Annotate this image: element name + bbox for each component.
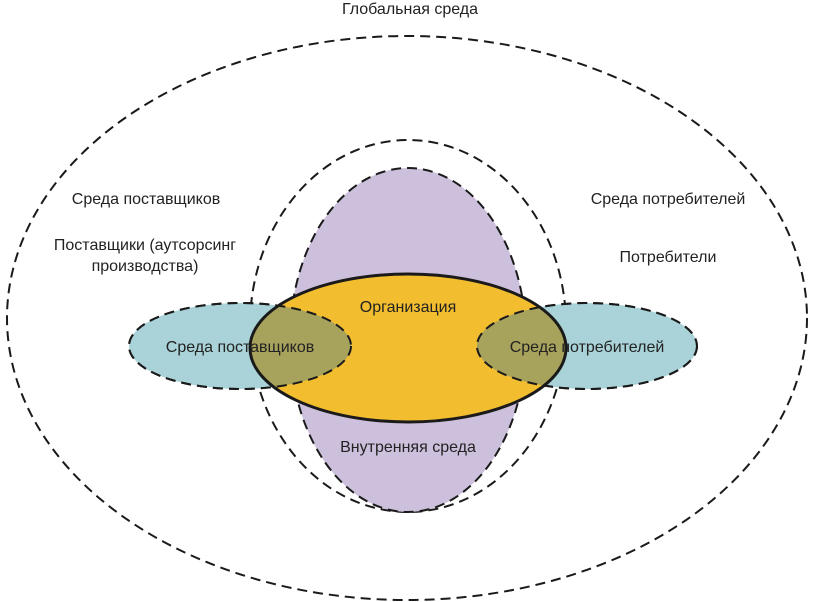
consumers-label: Потребители	[620, 249, 717, 266]
supplier-environment-label: Среда поставщиков	[72, 191, 220, 208]
organization-ellipse	[250, 274, 566, 422]
consumer-overlap	[477, 303, 566, 389]
suppliers-label-line1: Поставщики (аутсорсинг	[54, 237, 236, 254]
internal-environment-label: Внутренняя среда	[340, 439, 476, 456]
organization-outline	[248, 272, 568, 424]
supplier-environment-outline	[128, 302, 352, 390]
consumer-environment-label: Среда потребителей	[591, 191, 746, 208]
global-environment-ellipse	[6, 35, 808, 601]
supplier-environment-inner-label: Среда поставщиков	[166, 339, 314, 356]
consumer-environment-outline	[476, 302, 698, 390]
supplier-overlap	[250, 303, 351, 389]
organization-label: Организация	[360, 299, 457, 316]
global-environment-label: Глобальная среда	[342, 1, 478, 18]
consumer-environment-inner-label: Среда потребителей	[510, 339, 665, 356]
suppliers-label-line2: производства)	[92, 258, 199, 275]
